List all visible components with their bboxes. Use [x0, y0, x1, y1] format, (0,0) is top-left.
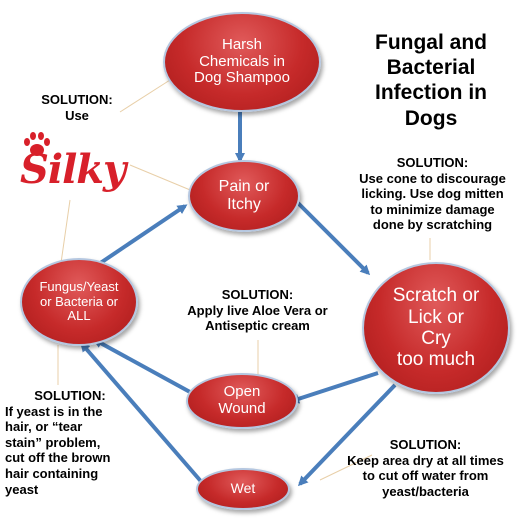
- node-open-wound-label: Open Wound: [218, 383, 266, 417]
- node-harsh-chemicals: Harsh Chemicals in Dog Shampoo: [163, 12, 321, 112]
- connector-logo-pain: [129, 164, 196, 193]
- arrow-wet-to-fungus: [80, 341, 207, 488]
- connector-shampoo-solution: [119, 79, 171, 113]
- node-scratch-lick-cry-label: Scratch or Lick or Cry too much: [392, 285, 480, 371]
- node-harsh-chemicals-label: Harsh Chemicals in Dog Shampoo: [194, 35, 290, 87]
- solution-fungus: SOLUTION: If yeast is in the hair, or “t…: [5, 388, 135, 497]
- solution-wet-heading: SOLUTION:: [389, 437, 462, 452]
- arrow-scratch-to-wet: [297, 383, 397, 487]
- arrow-wound-to-fungus: [92, 338, 191, 394]
- paw-print-icon: [24, 132, 50, 156]
- connector-logo-fungus: [59, 199, 71, 271]
- solution-pain-heading: SOLUTION:: [396, 155, 469, 170]
- solution-pain: SOLUTION: Use cone to discourage licking…: [345, 155, 520, 233]
- solution-shampoo: SOLUTION: Use: [22, 92, 132, 123]
- diagram-title: Fungal and Bacterial Infection in Dogs: [375, 31, 487, 130]
- arrow-pain-to-scratch: [293, 198, 371, 276]
- solution-wound-heading: SOLUTION:: [221, 287, 294, 302]
- node-fungus-yeast-bacteria: Fungus/Yeast or Bacteria or ALL: [20, 258, 138, 346]
- node-wet: Wet: [196, 468, 290, 510]
- node-pain-or-itchy-label: Pain or Itchy: [218, 178, 270, 213]
- solution-wet: SOLUTION: Keep area dry at all times to …: [328, 437, 523, 499]
- arrow-fungus-to-pain: [88, 204, 188, 272]
- solution-shampoo-heading: SOLUTION:: [41, 92, 113, 107]
- arrow-scratch-to-wound: [289, 371, 379, 404]
- silky-logo-text: Silky: [20, 146, 126, 193]
- node-fungus-yeast-bacteria-label: Fungus/Yeast or Bacteria or ALL: [39, 279, 119, 324]
- solution-pain-text: Use cone to discourage licking. Use dog …: [359, 170, 506, 233]
- connector-wet-solution: [319, 454, 373, 481]
- solution-fungus-text: If yeast is in the hair, or “tear stain”…: [5, 403, 111, 497]
- node-pain-or-itchy: Pain or Itchy: [188, 160, 300, 232]
- solution-shampoo-text: Use: [65, 107, 89, 123]
- solution-wound-text: Apply live Aloe Vera or Antiseptic cream: [187, 302, 328, 334]
- node-open-wound: Open Wound: [186, 373, 298, 429]
- node-scratch-lick-cry: Scratch or Lick or Cry too much: [362, 262, 510, 394]
- solution-wet-text: Keep area dry at all times to cut off wa…: [347, 452, 504, 499]
- silky-logo: Silky: [20, 132, 130, 200]
- node-wet-label: Wet: [230, 480, 256, 497]
- solution-wound: SOLUTION: Apply live Aloe Vera or Antise…: [160, 287, 355, 334]
- solution-fungus-heading: SOLUTION:: [34, 388, 106, 403]
